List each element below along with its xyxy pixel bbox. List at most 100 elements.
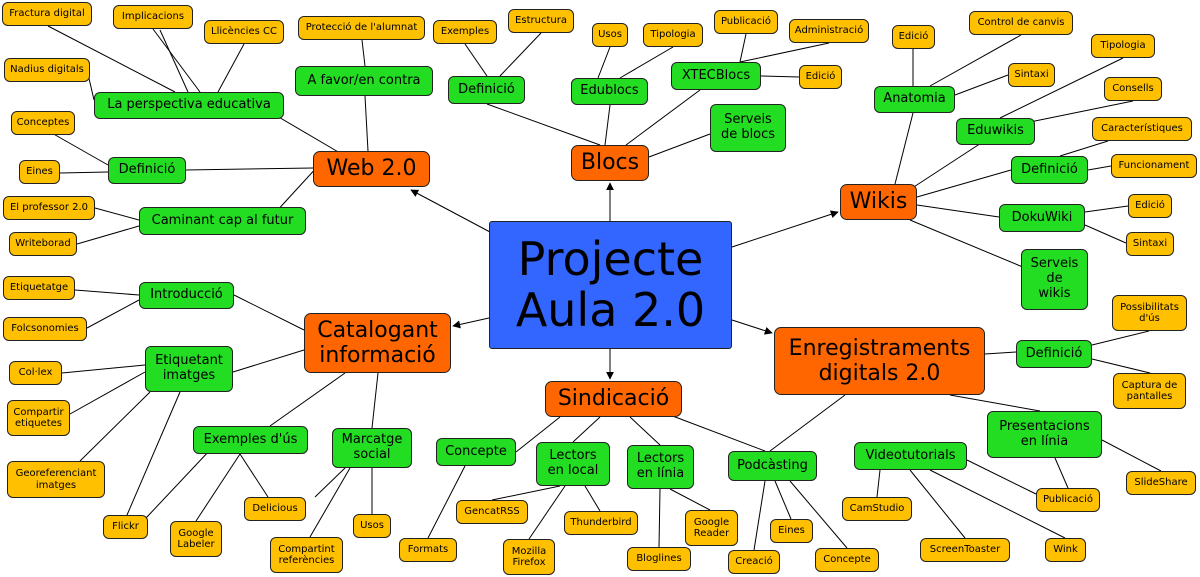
sindic-formats: Formats (399, 538, 457, 562)
wikis-anatomia: Anatomia (874, 86, 955, 113)
sindic-bloglines: Bloglines (627, 547, 691, 571)
blocs-exemples: Exemples (433, 20, 497, 44)
topic-web-2-0: Web 2.0 (313, 151, 430, 187)
connector-line (604, 104, 611, 146)
connector-line (658, 488, 661, 548)
catalog-etiquetatge: Etiquetatge (3, 276, 75, 300)
sindic-podcasting-concepte: Concepte (815, 548, 879, 572)
connector-line (491, 485, 561, 501)
connector-line (999, 57, 1124, 119)
connector-line (464, 43, 488, 77)
sindic-gencatrss: GencatRSS (456, 500, 528, 524)
web-definicio: Definició (108, 157, 186, 184)
catalog-delicious: Delicious (244, 497, 306, 521)
blocs-definicio: Definició (448, 76, 525, 104)
connector-line (1029, 100, 1134, 123)
wikis-serveis-de-wikis: Serveis de wikis (1021, 249, 1088, 310)
enreg-captura-de-pantalles: Captura de pantalles (1113, 373, 1186, 409)
web-nadius-digitals: Nadius digitals (4, 58, 90, 82)
connector-line (760, 75, 800, 78)
wikis-dokuwiki-sintaxi: Sintaxi (1126, 232, 1174, 256)
connector-line (515, 416, 561, 453)
connector-line (185, 167, 314, 171)
connector-line (572, 416, 601, 443)
connector-line (364, 95, 369, 152)
web-fractura-digital: Fractura digital (2, 2, 92, 26)
connector-line (909, 469, 966, 539)
connector-line (371, 372, 379, 429)
connector-line (152, 28, 201, 93)
enreg-screentoaster: ScreenToaster (920, 538, 1010, 562)
sindic-concepte: Concepte (436, 438, 516, 466)
connector-line (966, 459, 1037, 495)
wikis-eduwikis: Eduwikis (956, 118, 1035, 145)
blocs-estructura: Estructura (508, 9, 574, 33)
connector-line (739, 33, 747, 63)
connector-line (769, 394, 846, 452)
web-eines: Eines (19, 160, 60, 184)
connector-line (625, 89, 701, 146)
web-proteccio-alumnat: Protecció de l'alumnat (298, 16, 425, 40)
wikis-funcionament: Funcionament (1111, 154, 1197, 178)
wikis-control-de-canvis: Control de canvis (969, 11, 1073, 35)
connector-line (126, 391, 181, 516)
enreg-definicio: Definició (1016, 340, 1092, 368)
web-el-professor-2-0: El professor 2.0 (3, 196, 95, 220)
enreg-presentacions-en-linia: Presentacions en línia (987, 411, 1102, 458)
connector-line (69, 371, 146, 415)
sindic-creacio: Creació (728, 550, 780, 574)
catalog-folcsonomies: Folcsonomies (3, 317, 87, 341)
connector-line (739, 42, 830, 63)
topic-blocs: Blocs (571, 145, 649, 181)
blocs-tipologia: Tipologia (643, 23, 703, 47)
blocs-edicio: Edició (799, 65, 842, 89)
connector-line (47, 25, 176, 93)
enreg-publicacio: Publicació (1036, 488, 1100, 512)
connector-line (629, 416, 661, 446)
sindic-lectors-en-local: Lectors en local (536, 442, 610, 486)
web-llicencies-cc: Llicències CC (204, 20, 284, 44)
connector-line (74, 289, 140, 296)
connector-line (528, 485, 566, 540)
connector-line (233, 294, 305, 331)
blocs-xtecblocs: XTECBlocs (671, 62, 761, 90)
connector-line (427, 465, 466, 539)
topic-wikis: Wikis (840, 184, 917, 220)
connector-line (79, 391, 151, 462)
connector-line (269, 372, 346, 427)
connector-line (876, 469, 881, 498)
web-writeborad: Writeborad (9, 232, 77, 256)
enreg-wink: Wink (1045, 538, 1086, 562)
connector-line (774, 480, 792, 520)
web-implicacions: Implicacions (113, 5, 193, 29)
connector-line (361, 39, 366, 67)
connector-line (76, 225, 140, 245)
connector-line (669, 488, 711, 511)
connector-line (1101, 439, 1162, 472)
sindic-thunderbird: Thunderbird (564, 511, 638, 535)
catalog-introduccio: Introducció (139, 282, 234, 309)
blocs-serveis-de-blocs: Serveis de blocs (710, 104, 786, 152)
connector-line (1091, 330, 1150, 346)
connector-line (1091, 358, 1151, 374)
connector-line (597, 46, 611, 79)
wikis-caracteristiques: Característiques (1092, 117, 1192, 141)
catalog-compartir-etiquetes: Compartir etiquetes (7, 400, 70, 436)
connector-line (145, 449, 211, 519)
connector-line (929, 469, 1066, 539)
connector-line (984, 351, 1017, 355)
blocs-administracio: Administració (789, 19, 869, 43)
blocs-edublocs: Edublocs (571, 78, 648, 105)
connector-line (1054, 457, 1069, 489)
web-caminant-cap-al-futur: Caminant cap al futur (139, 207, 306, 235)
catalog-exemples-d-us: Exemples d'ús (193, 426, 308, 454)
sindic-mozilla-firefox: Mozilla Firefox (503, 539, 555, 575)
enreg-possibilitats-d-us: Possibilitats d'ús (1112, 295, 1187, 331)
connector-arrow (731, 319, 773, 335)
connector-line (916, 169, 1012, 198)
connector-line (789, 480, 848, 549)
connector-line (1087, 165, 1112, 171)
blocs-publicacio: Publicació (714, 10, 778, 34)
connector-line (217, 43, 245, 93)
sindic-google-reader: Google Reader (685, 510, 738, 546)
